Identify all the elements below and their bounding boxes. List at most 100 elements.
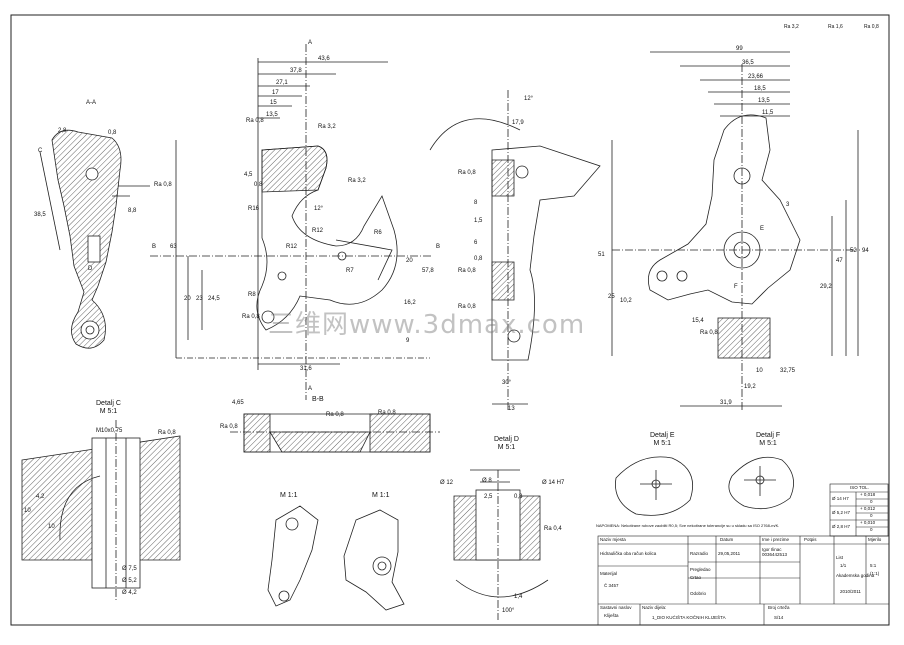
dim-c-0: M10x0,75 bbox=[96, 428, 123, 434]
tb-list-label: List bbox=[836, 555, 844, 560]
dim-right-13: 15,4 bbox=[692, 318, 704, 324]
detail-f-text: Detalj F M 5:1 bbox=[756, 432, 781, 448]
iso-row-2-upper: + 0,010 bbox=[860, 520, 876, 525]
dim-c-2: Ø 7,5 bbox=[122, 566, 137, 572]
roughness-symbols: Ra 3,2 Ra 1,6 Ra 0,8 bbox=[772, 20, 888, 40]
detail-f-label: Detalj F M 5:1 bbox=[756, 432, 780, 448]
tb-razradio-datum: 29,05,2011 bbox=[718, 551, 741, 556]
dim-front-9: R12 bbox=[286, 244, 298, 250]
dim-right-10: 29,2 bbox=[820, 284, 832, 290]
dim-right-18: 3 bbox=[786, 202, 790, 208]
tb-godina: 2010/2011 bbox=[840, 589, 861, 594]
dim-d-7: 1,4 bbox=[514, 594, 523, 600]
dim-front-21: 16,2 bbox=[404, 300, 416, 306]
dim-c-7: 10 bbox=[48, 524, 55, 530]
iso-row-1-dim: Ø 5,2 H7 bbox=[832, 510, 851, 515]
tb-list: 1/1 bbox=[840, 563, 847, 568]
dim-aa-5: 38,5 bbox=[34, 212, 46, 218]
tb-mjerilo: 5:1 bbox=[870, 563, 877, 568]
tb-mjerilo-label: Mjerilo bbox=[868, 537, 882, 542]
dim-front-27: Ra 0,8 bbox=[242, 314, 260, 320]
isometric-views bbox=[267, 505, 405, 611]
section-mark-b-right: B bbox=[436, 244, 441, 250]
dim-aa-4: 8,8 bbox=[128, 208, 137, 214]
dim-front-3: 17 bbox=[272, 90, 279, 96]
dim-front-1: 37,8 bbox=[290, 68, 302, 74]
dim-front-7: 0,8 bbox=[254, 182, 263, 188]
tb-sastavni-label: Sastavni naslov bbox=[600, 605, 632, 610]
dim-right-6: 47 bbox=[836, 258, 843, 264]
dim-bb-2: Ra 0,8 bbox=[378, 410, 396, 416]
detail-c-text: Detalj C M 5:1 bbox=[96, 400, 121, 416]
iso-row-0-lower: 0 bbox=[870, 499, 873, 504]
dim-d-6: 100° bbox=[502, 608, 515, 614]
tb-broj: S/14 bbox=[774, 615, 784, 620]
detail-c-view bbox=[21, 420, 181, 600]
tb-datum: Datum bbox=[720, 537, 734, 542]
iso-row-2-lower: 0 bbox=[870, 527, 873, 532]
dim-c-4: Ø 4,2 bbox=[122, 590, 137, 596]
dim-right-7: 52 bbox=[850, 248, 857, 254]
dim-front-15: 20 bbox=[406, 258, 413, 264]
dim-bb-1: Ra 0,8 bbox=[326, 412, 344, 418]
tb-razradio-ime: Igor Ilinac 0036442513 bbox=[762, 547, 788, 557]
tb-pregledao: Pregledao bbox=[690, 567, 711, 572]
dim-d-5: Ra 0,4 bbox=[544, 526, 562, 532]
section-aa-view bbox=[39, 129, 150, 349]
section-aa-label: A-A bbox=[86, 100, 97, 106]
detail-d-label: Detalj D M 5:1 bbox=[494, 436, 519, 452]
dim-c-5: 10 bbox=[24, 508, 31, 514]
front-view bbox=[150, 44, 432, 400]
dim-right-9: 51 bbox=[598, 252, 605, 258]
dim-right-12: 10,2 bbox=[620, 298, 632, 304]
roughness-main: Ra 3,2 bbox=[784, 24, 799, 30]
tb-materijal-label: Materijal bbox=[600, 571, 618, 576]
dim-front-19: 63 bbox=[170, 244, 177, 250]
dim-aa-1: D bbox=[88, 266, 93, 272]
dim-front-2: 27,1 bbox=[276, 80, 288, 86]
dim-d-2: Ø 14 H7 bbox=[542, 480, 565, 486]
tb-akademska: Akademska godina bbox=[836, 573, 875, 578]
tb-razradio: Razradio bbox=[690, 551, 709, 556]
dim-aa-6: Ra 0,8 bbox=[154, 182, 172, 188]
dim-aa-2: 0,8 bbox=[108, 130, 117, 136]
side-view bbox=[429, 90, 601, 410]
tb-naziv: Naziv mjesta bbox=[600, 537, 626, 542]
dim-side-2: 8 bbox=[474, 200, 478, 206]
dim-front-20: 57,8 bbox=[422, 268, 434, 274]
dim-right-11: 25 bbox=[608, 294, 615, 300]
tb-sastavni: Kliješta bbox=[604, 613, 619, 618]
detail-e-label: Detalj E M 5:1 bbox=[650, 432, 675, 448]
tb-odobrio: Odobrio bbox=[690, 591, 707, 596]
tb-mjerilo2: (1:1) bbox=[870, 571, 880, 576]
dim-side-7: 13 bbox=[508, 406, 515, 412]
dim-side-3: 1,5 bbox=[474, 218, 483, 224]
detail-d-view bbox=[453, 469, 549, 620]
dim-front-8: R16 bbox=[248, 206, 260, 212]
iso-table-title: ISO TOL. bbox=[850, 485, 869, 490]
tb-mjesto: Hidraulička oba račun kolica bbox=[600, 551, 657, 556]
drawing-note: NAPOMENA: Nekotirane rubove zaobliti R0,… bbox=[596, 523, 780, 528]
dim-front-26: Ra 3,2 bbox=[318, 124, 336, 130]
tb-naziv-dijela-label: Naziv dijela: bbox=[642, 605, 667, 610]
iso-scale-1: M 1:1 bbox=[280, 492, 298, 499]
tb-potpis: Potpis bbox=[804, 537, 817, 542]
dim-front-24: Ra 0,8 bbox=[246, 118, 264, 124]
dim-front-0: 43,6 bbox=[318, 56, 330, 62]
dim-right-8: 94 bbox=[862, 248, 869, 254]
dim-side-10: Ra 0,8 bbox=[458, 304, 476, 310]
dim-front-17: 23 bbox=[196, 296, 203, 302]
dim-right-21: Ra 0,8 bbox=[700, 330, 718, 336]
dim-front-13: R8 bbox=[248, 292, 256, 298]
dim-front-14: R6 bbox=[374, 230, 382, 236]
dim-side-1: 17,9 bbox=[512, 120, 524, 126]
dim-right-1: 36,5 bbox=[742, 60, 754, 66]
tb-crtao: Crtao bbox=[690, 575, 702, 580]
dim-side-9: Ra 0,8 bbox=[458, 268, 476, 274]
dim-front-5: 13,5 bbox=[266, 112, 278, 118]
dim-side-8: Ra 0,8 bbox=[458, 170, 476, 176]
dim-front-10: R12 bbox=[312, 228, 324, 234]
dim-front-22: 31,6 bbox=[300, 366, 312, 372]
dim-right-17: 19,2 bbox=[744, 384, 756, 390]
